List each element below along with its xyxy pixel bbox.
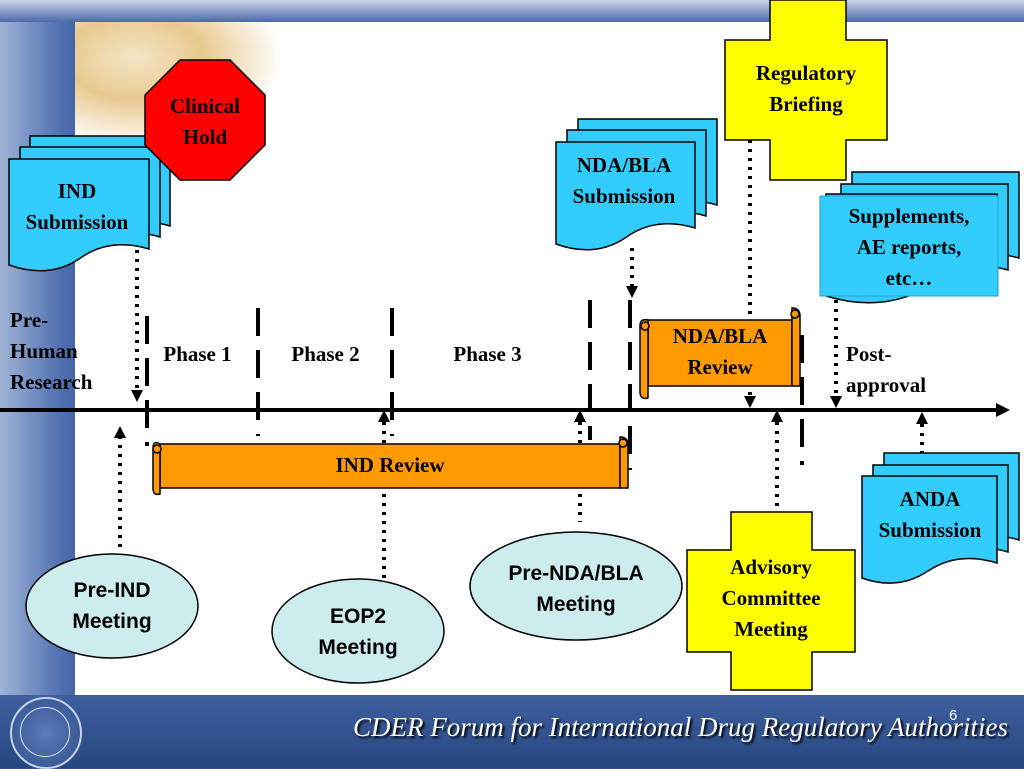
pre-human-research-label: Pre- Human Research	[10, 308, 93, 394]
top-band	[0, 0, 1024, 22]
nda-bla-review-scroll	[639, 307, 801, 400]
eop2-meeting-label: EOP2 Meeting	[318, 605, 398, 659]
clinical-hold-stop-sign	[144, 59, 266, 181]
connector-arrowheads	[114, 286, 928, 438]
phase-2-label: Phase 2	[291, 342, 360, 366]
footer-title: CDER Forum for International Drug Regula…	[353, 712, 1008, 742]
supplements-highlight	[819, 195, 999, 297]
arrow-up-anda	[916, 412, 928, 424]
arrow-down-supplements	[830, 396, 842, 408]
ind-submission-document	[8, 135, 171, 272]
eop2-meeting-ellipse	[271, 578, 445, 684]
anda-submission-document	[861, 452, 1020, 584]
nda-bla-submission-document	[555, 118, 718, 251]
phase-dividers	[145, 300, 804, 470]
page-number: 6	[949, 707, 958, 724]
ind-review-scroll	[152, 436, 629, 496]
regulatory-briefing-cross	[724, 0, 888, 181]
arrow-down-nda	[626, 286, 638, 298]
clinical-hold-label: Clinical Hold	[169, 94, 240, 149]
ind-submission-label: IND Submission	[25, 179, 129, 234]
nda-bla-review-label: NDA/BLA Review	[672, 324, 768, 379]
arrow-up-pre-ind	[114, 426, 126, 438]
arrow-up-eop2	[378, 410, 390, 422]
regulatory-briefing-label: Regulatory Briefing	[755, 61, 857, 116]
ind-review-label: IND Review	[335, 453, 445, 477]
pre-nda-bla-meeting-label: Pre-NDA/BLA Meeting	[508, 562, 644, 616]
timeline-arrowhead	[996, 403, 1010, 417]
phase-1-label: Phase 1	[163, 342, 232, 366]
arrow-down-briefing	[744, 396, 756, 408]
pre-nda-bla-meeting-ellipse	[469, 531, 683, 641]
arrow-up-pre-nda	[574, 410, 586, 422]
pre-ind-meeting-ellipse	[25, 553, 199, 659]
advisory-committee-cross	[686, 511, 856, 691]
dotted-connectors	[118, 140, 924, 578]
pre-ind-meeting-label: Pre-IND Meeting	[72, 579, 152, 633]
supplements-label: Supplements, AE reports, etc…	[848, 204, 970, 290]
nda-bla-submission-label: NDA/BLA Submission	[572, 153, 676, 208]
post-approval-label: Post- approval	[846, 342, 927, 397]
anda-submission-label: ANDA Submission	[878, 487, 982, 542]
arrow-down-ind	[131, 390, 143, 402]
phase-3-label: Phase 3	[453, 342, 522, 366]
seal-ring	[20, 707, 70, 757]
arrow-up-advisory	[771, 410, 783, 422]
advisory-committee-label: Advisory Committee Meeting	[721, 555, 821, 641]
footer-bar	[0, 695, 1024, 768]
